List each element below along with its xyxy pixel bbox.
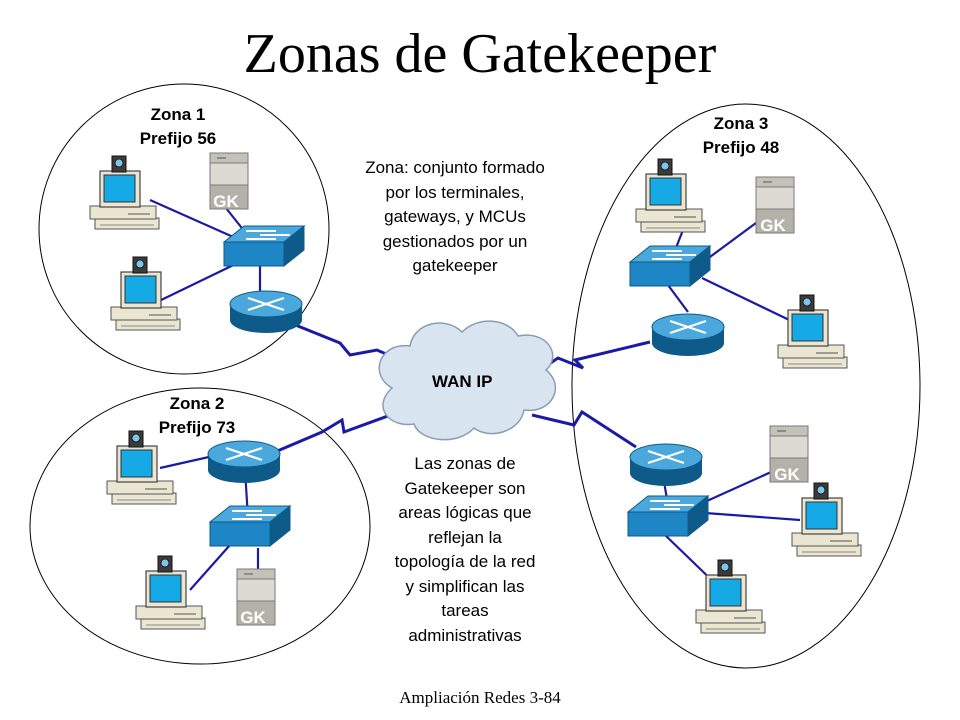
router-zone-2: [206, 439, 282, 485]
gk-label: GK: [213, 192, 239, 211]
switch-zone-3-bottom: [627, 495, 709, 537]
gatekeeper-zone-3-top: GK: [755, 176, 795, 235]
zone-1-name: Zona 1: [150, 105, 206, 124]
terminal-zone-2-b: [135, 555, 206, 630]
note-line: topología de la red: [394, 552, 536, 571]
note-line: y simplifican las: [405, 576, 525, 596]
note-line: gatekeeper: [412, 256, 498, 275]
zone-3-label: Zona 3 Prefijo 48: [681, 112, 801, 160]
terminal-zone-3-d: [695, 559, 766, 634]
zone-definition-note: Zona: conjunto formado por los terminale…: [325, 156, 585, 279]
terminal-zone-3-a: [635, 158, 706, 233]
terminal-zone-3-b: [777, 294, 848, 369]
note-line: tareas: [441, 601, 489, 620]
note-line: Las zonas de: [414, 454, 516, 473]
zone-1-label: Zona 1 Prefijo 56: [118, 103, 238, 151]
slide-footer: Ampliación Redes 3-84: [399, 688, 561, 707]
wan-cloud: [378, 320, 557, 441]
gatekeeper-zone-1: GK: [209, 152, 249, 211]
note-line: areas lógicas que: [398, 503, 532, 522]
note-line: Zona: conjunto formado: [365, 158, 545, 177]
zone-3-boundary: [571, 103, 921, 669]
zone-2-boundary: [29, 387, 371, 665]
zone-2-label: Zona 2 Prefijo 73: [137, 392, 257, 440]
gk-label: GK: [774, 465, 800, 484]
note-line: por los terminales,: [385, 182, 525, 202]
gatekeeper-zone-2: GK: [236, 568, 276, 627]
zone-2-name: Zona 2: [169, 394, 225, 413]
switch-zone-2: [209, 505, 291, 547]
zone-1-prefix: Prefijo 56: [139, 129, 217, 148]
note-line: reflejan la: [428, 527, 502, 547]
router-zone-3-top: [650, 312, 726, 358]
gatekeeper-zone-3-bottom: GK: [769, 425, 809, 484]
zone-2-prefix: Prefijo 73: [158, 418, 236, 437]
zone-3-name: Zona 3: [713, 114, 769, 133]
gk-label: GK: [240, 608, 266, 627]
terminal-zone-1-b: [110, 256, 181, 331]
switch-zone-3-top: [629, 245, 711, 287]
zone-1-boundary: [38, 83, 330, 375]
gk-label: GK: [760, 216, 786, 235]
slide-title: Zonas de Gatekeeper: [243, 23, 717, 85]
zones-purpose-note: Las zonas de Gatekeeper son areas lógica…: [350, 452, 580, 648]
note-line: administrativas: [408, 625, 522, 645]
note-line: Gatekeeper son: [404, 478, 526, 498]
router-zone-3-bottom: [628, 442, 704, 488]
terminal-zone-1-a: [89, 155, 160, 230]
zone-boundaries: [29, 83, 921, 669]
switch-zone-1: [223, 225, 305, 267]
note-line: gateways, y MCUs: [384, 207, 526, 226]
note-line: gestionados por un: [382, 231, 528, 251]
terminal-zone-3-c: [791, 482, 862, 557]
wan-label: WAN IP: [432, 372, 493, 391]
zone-3-prefix: Prefijo 48: [702, 138, 780, 157]
router-zone-1: [228, 289, 304, 335]
